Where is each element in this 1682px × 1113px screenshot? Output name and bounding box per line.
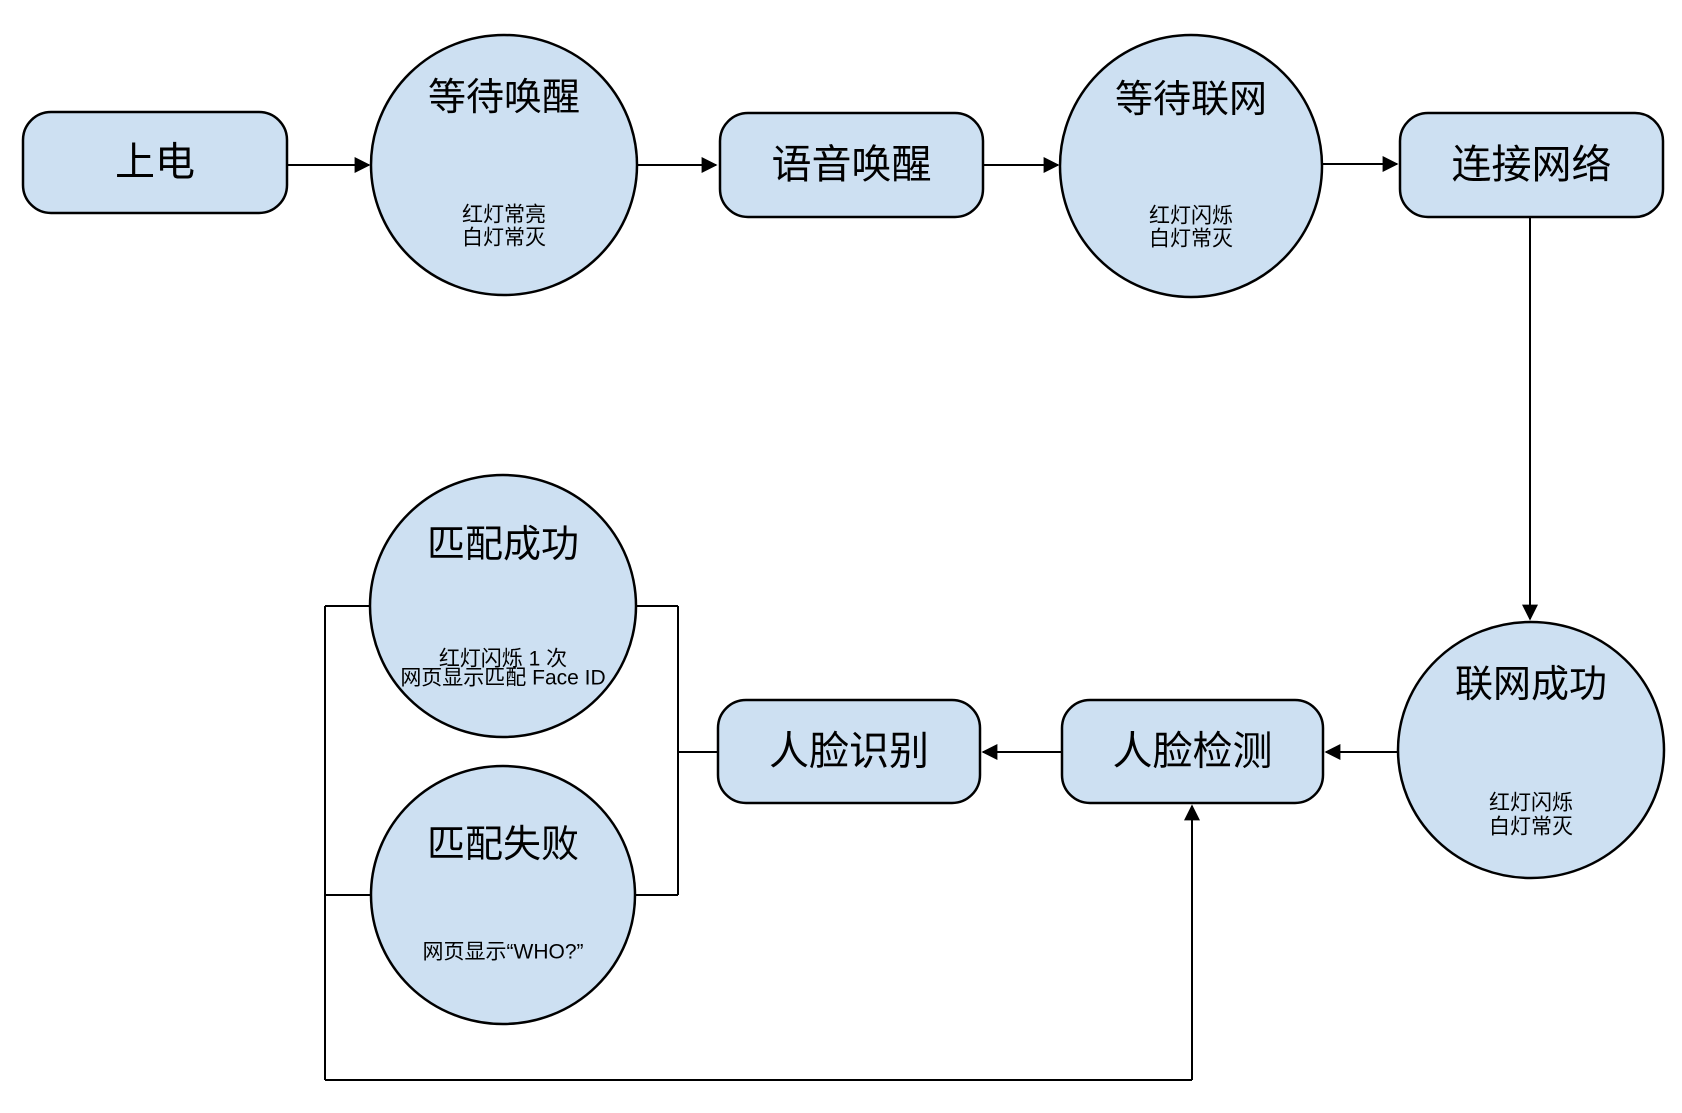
network-success-shape	[1396, 620, 1666, 880]
voice-wake-label: 语音唤醒	[772, 143, 932, 187]
network-success-label: 联网成功	[1455, 664, 1607, 706]
wait-network-shape	[1058, 33, 1324, 299]
match-fail-shape	[369, 764, 637, 1026]
power-on-label: 上电	[115, 141, 195, 185]
match-success-subtext-0: 红灯闪烁 1 次	[439, 648, 567, 671]
connect-network-shape	[1398, 111, 1665, 219]
node-face-recognize: 人脸识别	[716, 698, 982, 805]
face-recognize-label: 人脸识别	[769, 730, 929, 774]
connect-network-label: 连接网络	[1452, 143, 1612, 187]
wait-wake-subtext-1: 白灯常灭	[462, 227, 546, 250]
match-success-label: 匹配成功	[427, 524, 579, 566]
match-fail-label: 匹配失败	[427, 824, 579, 866]
match-success-subtext-1: 网页显示匹配 Face ID	[400, 667, 605, 690]
node-power-on: 上电	[21, 110, 289, 215]
voice-wake-shape	[718, 111, 985, 219]
face-detect-shape	[1060, 698, 1325, 805]
node-face-detect: 人脸检测	[1060, 698, 1325, 805]
face-recognize-shape	[716, 698, 982, 805]
wait-network-subtext-0: 红灯闪烁	[1149, 205, 1233, 228]
node-voice-wake: 语音唤醒	[718, 111, 985, 219]
network-success-subtext-1: 白灯常灭	[1489, 816, 1573, 839]
match-fail-subtext-0: 网页显示“WHO?”	[423, 941, 584, 964]
face-detect-label: 人脸检测	[1113, 730, 1273, 774]
wait-wake-shape	[369, 33, 639, 297]
power-on-shape	[21, 110, 289, 215]
wait-network-subtext-1: 白灯常灭	[1149, 228, 1233, 251]
network-success-subtext-0: 红灯闪烁	[1489, 792, 1573, 815]
match-success-shape	[368, 473, 638, 739]
node-connect-network: 连接网络	[1398, 111, 1665, 219]
wait-wake-subtext-0: 红灯常亮	[462, 204, 546, 227]
wait-wake-label: 等待唤醒	[428, 77, 580, 119]
wait-network-label: 等待联网	[1115, 79, 1267, 121]
